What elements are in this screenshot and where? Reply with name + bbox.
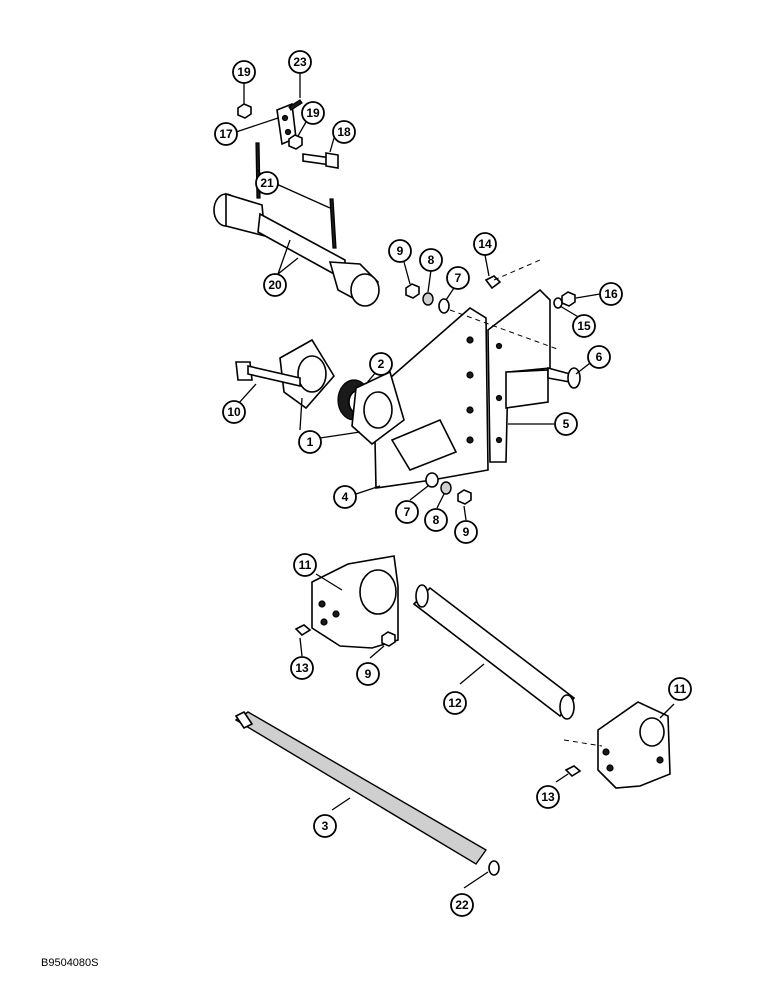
callout-label: 23: [293, 55, 307, 69]
callout-label: 5: [563, 417, 570, 431]
callout-label: 19: [237, 65, 251, 79]
callout-label: 13: [295, 661, 309, 675]
angle-bracket-5: [487, 288, 551, 463]
callout-label: 11: [299, 558, 312, 572]
callout-21: 21: [255, 171, 279, 195]
callout-13: 13: [536, 785, 560, 809]
nut-19-upper: [237, 103, 252, 119]
callout-1: 1: [298, 430, 322, 454]
callout-16: 16: [599, 282, 623, 306]
callout-label: 9: [397, 244, 404, 258]
chain-21-right: [329, 198, 337, 249]
callout-10: 10: [222, 400, 246, 424]
support-bracket-11-left: [311, 555, 399, 649]
callout-label: 17: [219, 127, 233, 141]
tube-12: [412, 584, 576, 720]
callout-7: 7: [395, 500, 419, 524]
bolt-10: [235, 361, 301, 388]
callout-label: 11: [674, 682, 687, 696]
callout-19: 19: [232, 60, 256, 84]
callout-label: 4: [342, 490, 349, 504]
mounting-plate-4: [373, 307, 489, 489]
bolt-13-left: [294, 624, 312, 637]
callout-label: 9: [365, 667, 372, 681]
lock-washer-8-lower: [440, 481, 452, 495]
bearing-flange-1-left: [279, 338, 335, 410]
callout-label: 10: [227, 405, 241, 419]
callout-label: 8: [428, 253, 435, 267]
callout-label: 20: [268, 278, 282, 292]
callout-15: 15: [572, 314, 596, 338]
callout-11: 11: [293, 553, 317, 577]
bolt-13-right: [564, 765, 582, 778]
callout-4: 4: [333, 485, 357, 509]
callout-23: 23: [288, 50, 312, 74]
washer-7-upper: [438, 298, 450, 314]
callout-9: 9: [356, 662, 380, 686]
lock-washer-8-upper: [422, 292, 434, 306]
callout-18: 18: [332, 120, 356, 144]
callout-22: 22: [450, 893, 474, 917]
callout-label: 3: [322, 819, 329, 833]
callout-11: 11: [668, 677, 692, 701]
driveshaft-20: [213, 192, 380, 307]
callout-label: 6: [596, 350, 603, 364]
callout-label: 18: [337, 125, 351, 139]
callout-label: 14: [478, 237, 492, 251]
nut-16: [561, 291, 576, 307]
washer-7-lower: [425, 472, 439, 488]
callout-label: 1: [307, 435, 314, 449]
callout-8: 8: [419, 248, 443, 272]
nut-19-lower: [288, 134, 303, 150]
callout-3: 3: [313, 814, 337, 838]
callout-7: 7: [446, 266, 470, 290]
reference-code: B9504080S: [41, 957, 99, 969]
callout-label: 16: [604, 287, 618, 301]
washer-15: [553, 297, 563, 309]
nut-9-bracket: [381, 631, 396, 647]
callout-label: 8: [433, 513, 440, 527]
callout-19: 19: [301, 101, 325, 125]
callout-label: 7: [455, 271, 462, 285]
bolt-14: [484, 259, 541, 290]
callout-label: 15: [577, 319, 591, 333]
callout-12: 12: [443, 691, 467, 715]
callout-label: 13: [541, 790, 555, 804]
callout-label: 22: [455, 898, 469, 912]
callout-17: 17: [214, 122, 238, 146]
callout-label: 2: [378, 357, 385, 371]
callout-13: 13: [290, 656, 314, 680]
callout-9: 9: [388, 239, 412, 263]
support-bracket-11-right: [597, 701, 671, 789]
nut-9-lower: [457, 489, 472, 505]
callout-5: 5: [554, 412, 578, 436]
callout-14: 14: [473, 232, 497, 256]
callout-label: 9: [463, 525, 470, 539]
callout-label: 12: [448, 696, 462, 710]
nut-9-upper: [405, 283, 420, 299]
hex-shaft-3: [234, 710, 488, 865]
bolt-18: [302, 152, 339, 169]
carriage-bolt-6: [547, 366, 581, 389]
callout-label: 21: [260, 176, 274, 190]
callout-6: 6: [587, 345, 611, 369]
snap-ring-22: [488, 860, 500, 876]
callout-20: 20: [263, 273, 287, 297]
callout-8: 8: [424, 508, 448, 532]
bolt-23: [288, 99, 303, 111]
callout-2: 2: [369, 352, 393, 376]
callout-label: 7: [404, 505, 411, 519]
callout-9: 9: [454, 520, 478, 544]
callout-label: 19: [306, 106, 320, 120]
